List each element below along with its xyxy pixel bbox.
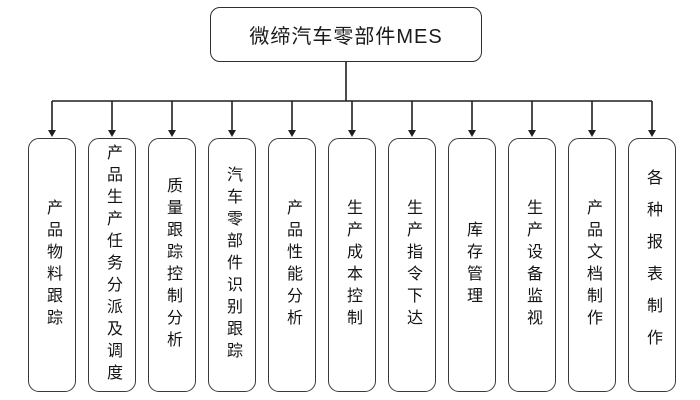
arrowhead-icon bbox=[108, 130, 116, 137]
arrowhead-icon bbox=[348, 130, 356, 137]
node-label: 产品物料跟踪 bbox=[44, 199, 61, 331]
arrowhead-icon bbox=[48, 130, 56, 137]
node-label: 库存管理 bbox=[464, 221, 481, 309]
node-production-order-issuing: 生产指令下达 bbox=[388, 138, 436, 392]
node-production-task-dispatch-scheduling: 产品生产任务分派及调度 bbox=[88, 138, 136, 392]
node-label: 各种报表制作 bbox=[644, 169, 661, 361]
node-label: 产品生产任务分派及调度 bbox=[104, 144, 121, 386]
node-product-material-tracking: 产品物料跟踪 bbox=[28, 138, 76, 392]
arrowhead-icon bbox=[648, 130, 656, 137]
node-label: 质量跟踪控制分析 bbox=[164, 177, 181, 353]
node-product-performance-analysis: 产品性能分析 bbox=[268, 138, 316, 392]
children-row: 产品物料跟踪 产品生产任务分派及调度 质量跟踪控制分析 汽车零部件识别跟踪 产品… bbox=[28, 138, 676, 392]
node-label: 汽车零部件识别跟踪 bbox=[224, 166, 241, 364]
arrowhead-icon bbox=[468, 130, 476, 137]
node-label: 产品文档制作 bbox=[584, 199, 601, 331]
root-node-label: 微缔汽车零部件MES bbox=[249, 26, 443, 48]
arrowhead-icon bbox=[408, 130, 416, 137]
node-production-equipment-monitoring: 生产设备监视 bbox=[508, 138, 556, 392]
arrowhead-icon bbox=[588, 130, 596, 137]
root-node: 微缔汽车零部件MES bbox=[210, 7, 482, 62]
node-product-document-creation: 产品文档制作 bbox=[568, 138, 616, 392]
node-label: 生产成本控制 bbox=[344, 199, 361, 331]
node-label: 产品性能分析 bbox=[284, 199, 301, 331]
node-label: 生产设备监视 bbox=[524, 199, 541, 331]
node-label: 生产指令下达 bbox=[404, 199, 421, 331]
node-report-creation: 各种报表制作 bbox=[628, 138, 676, 392]
node-production-cost-control: 生产成本控制 bbox=[328, 138, 376, 392]
node-auto-parts-identification-tracking: 汽车零部件识别跟踪 bbox=[208, 138, 256, 392]
arrowhead-icon bbox=[168, 130, 176, 137]
arrowhead-icon bbox=[528, 130, 536, 137]
node-quality-tracking-control-analysis: 质量跟踪控制分析 bbox=[148, 138, 196, 392]
node-inventory-management: 库存管理 bbox=[448, 138, 496, 392]
arrowhead-icon bbox=[228, 130, 236, 137]
arrowhead-icon bbox=[288, 130, 296, 137]
